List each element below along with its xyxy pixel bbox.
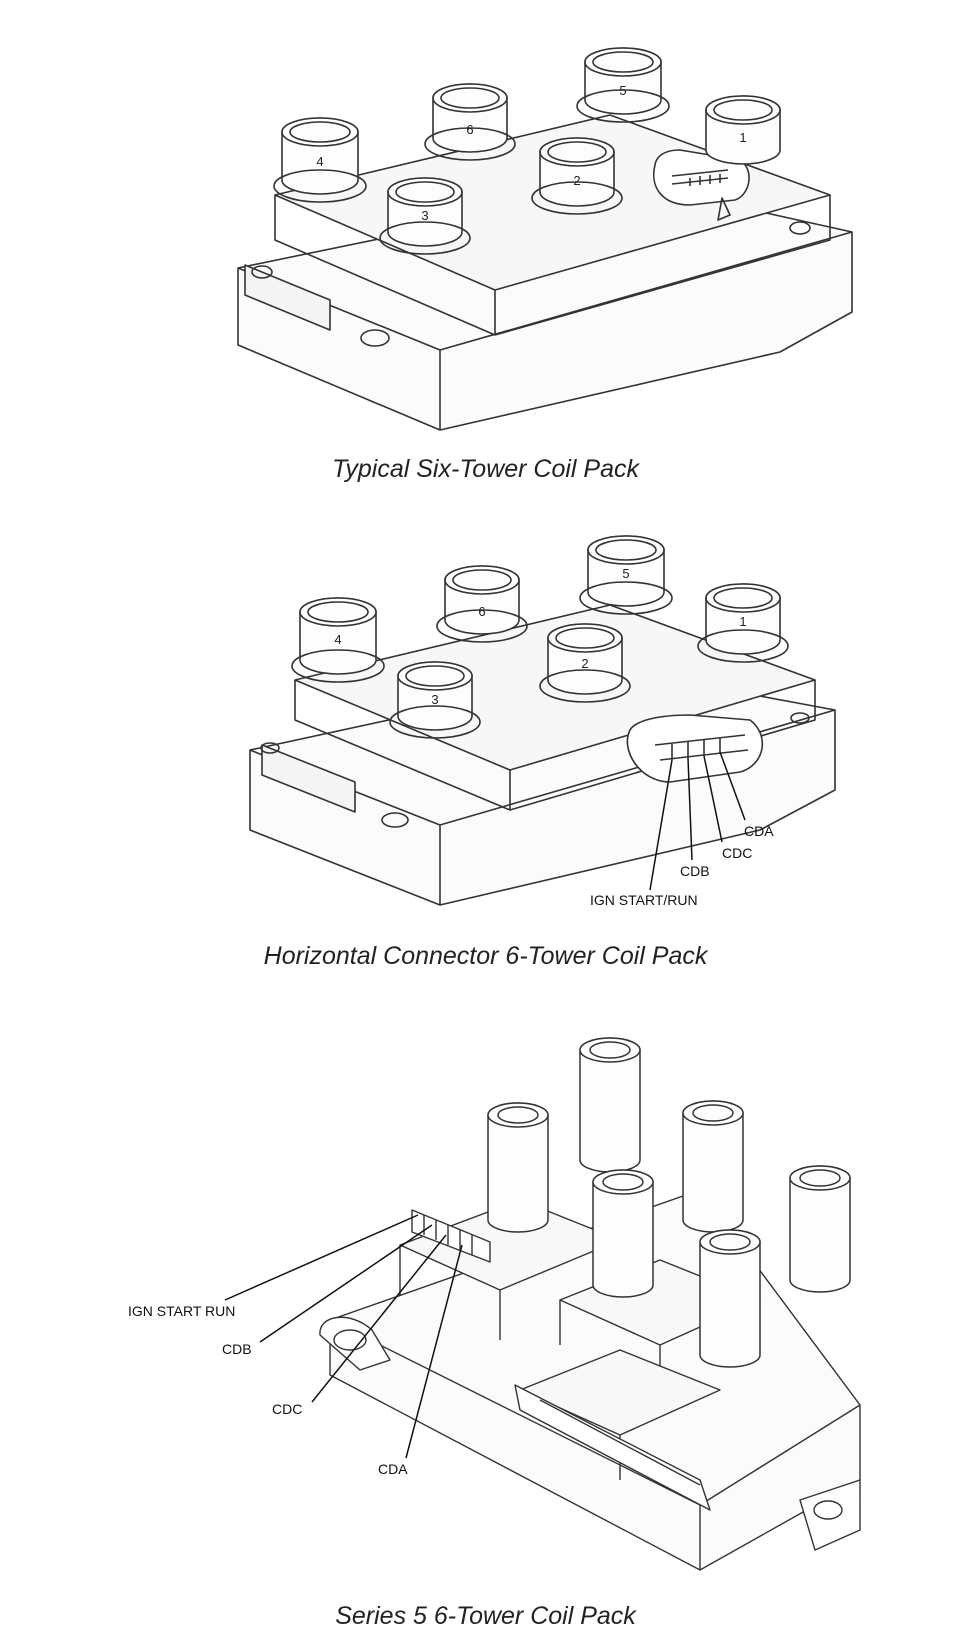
coil-pack-drawing: IGN START RUN CDB CDC CDA [128,1037,861,1571]
tower-label-3: 3 [431,692,438,707]
pin-label-cdc: CDC [722,845,752,861]
figure-caption: Horizontal Connector 6-Tower Coil Pack [263,942,708,970]
pin-label-cda: CDA [744,823,774,839]
pin-label-ign-start-run: IGN START RUN [128,1303,235,1319]
pin-label-cdb: CDB [222,1341,252,1357]
pin-label-cda: CDA [378,1461,408,1477]
tower-label-6: 6 [478,604,485,619]
coil-pack-drawing: 1 2 3 4 5 6 CDA CDC CDB IGN START/RUN [249,535,836,908]
tower-label-3: 3 [421,208,428,223]
figure-caption: Typical Six-Tower Coil Pack [331,455,640,483]
tower-label-2: 2 [573,173,580,188]
tower-label-1: 1 [739,614,746,629]
tower-label-5: 5 [619,83,626,98]
tower-label-6: 6 [466,122,473,137]
tower-label-5: 5 [622,566,629,581]
figure-horizontal-connector: 1 2 3 4 5 6 CDA CDC CDB IGN START/RUN Ho… [0,520,971,990]
pin-label-ign-start-run: IGN START/RUN [590,892,698,908]
tower-label-1: 1 [739,130,746,145]
figure-series-5: IGN START RUN CDB CDC CDA Series 5 6-Tow… [0,1010,971,1650]
tower-label-4: 4 [334,632,341,647]
tower-label-2: 2 [581,656,588,671]
coil-pack-drawing: 1 2 3 4 5 6 [237,47,853,431]
pin-label-cdb: CDB [680,863,710,879]
figure-typical-six-tower: 1 2 3 4 5 6 Typical Six-Tower Coil Pack [0,0,971,500]
tower-label-4: 4 [316,154,323,169]
figure-caption: Series 5 6-Tower Coil Pack [335,1602,636,1630]
pin-label-cdc: CDC [272,1401,302,1417]
